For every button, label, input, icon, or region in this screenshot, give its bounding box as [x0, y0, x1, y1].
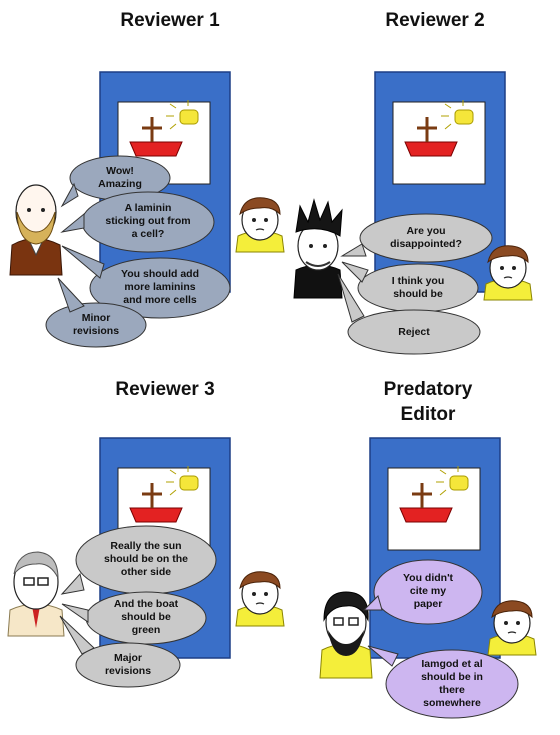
panel2-bubble-1-text: Are you disappointed?	[390, 225, 462, 250]
panel1-bubble-1-text: Wow! Amazing	[98, 165, 142, 190]
panel2-bubble-1	[359, 213, 493, 263]
panel3-title: Reviewer 3	[115, 379, 215, 400]
panel2-author	[483, 245, 533, 301]
reviewer2-figure	[293, 198, 343, 299]
panel1-bubble-4	[45, 302, 147, 348]
reviewer3-figure	[7, 551, 65, 637]
panel3-bubble-2-text: And the boat should be green	[113, 598, 179, 636]
panel4-author	[487, 600, 537, 656]
panel1-title: Reviewer 1	[120, 10, 220, 31]
panel2-bubble-3-text: Reject	[398, 326, 430, 338]
panel1-bubble-2-text: A laminin sticking out from a cell?	[105, 202, 191, 240]
panel2-title: Reviewer 2	[385, 10, 485, 31]
panel4-board	[368, 436, 502, 660]
panel1-bubble-3	[89, 257, 231, 319]
panel4-bubble-2	[385, 649, 519, 719]
panel3-author	[235, 571, 285, 627]
panel1-bubble-4-text: Minor revisions	[72, 312, 120, 337]
editor-figure	[319, 591, 373, 679]
panel3-bubble-3	[75, 642, 181, 688]
reviewer1-figure	[9, 184, 63, 276]
panel4-bubble-1	[373, 559, 483, 625]
panel3-bubble-3-text: Major revisions	[104, 652, 152, 677]
panel4-title: Predatory Editor	[383, 379, 473, 425]
panel1-author	[235, 197, 285, 253]
panel1-bubble-3-text: You should add more laminins and more ce…	[121, 268, 199, 306]
panel2-bubble-2-text: I think you should be	[391, 275, 445, 300]
panel4-bubble-2-text: Iamgod et al should be in there somewher…	[421, 658, 483, 709]
panel2-bubble-3	[347, 309, 481, 355]
panel3-bubble-1-text: Really the sun should be on the other si…	[104, 540, 188, 578]
panel4-bubble-1-text: You didn't cite my paper	[402, 572, 454, 610]
